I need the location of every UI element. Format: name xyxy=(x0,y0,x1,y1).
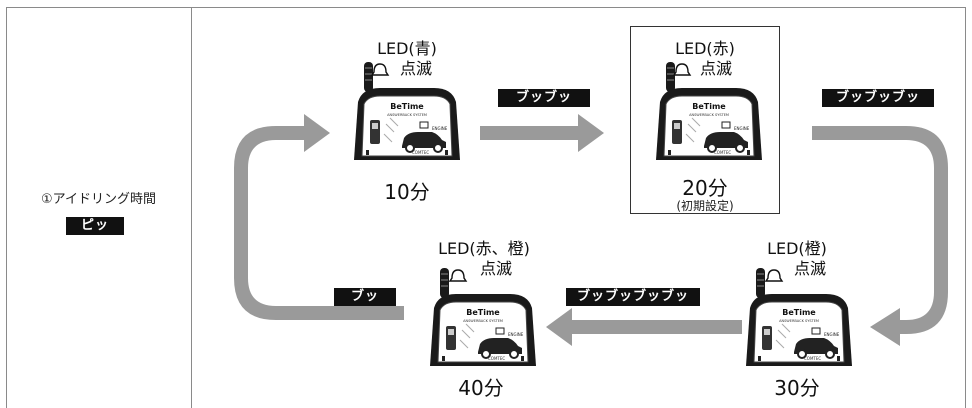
bell-icon xyxy=(672,63,692,76)
stage4-time: 40分 xyxy=(458,376,504,400)
beep-badge-4: ブッブッブッブッ xyxy=(566,288,700,306)
idling-time-label: ①アイドリング時間 xyxy=(40,192,156,207)
beep-badge-2: ブッブッ xyxy=(498,89,590,107)
outer-frame xyxy=(6,7,966,408)
stage3-led-blink: 点滅 xyxy=(793,259,826,278)
arrow-30-to-40 xyxy=(546,308,742,346)
stage2-time: 20分 xyxy=(682,176,728,200)
arrow-40-to-10 xyxy=(234,114,404,320)
bell-icon xyxy=(448,269,468,282)
stage4-led-color: LED(赤、橙) xyxy=(438,239,530,258)
stage2-led-blink: 点滅 xyxy=(699,59,732,78)
beep-badge-3: ブッブッブッ xyxy=(822,89,934,107)
stage4-led-blink: 点滅 xyxy=(479,259,512,278)
beep-badge-1: ブッ xyxy=(334,288,396,306)
stage1-led-color: LED(青) xyxy=(377,39,437,58)
stage1-time: 10分 xyxy=(384,180,430,204)
bell-icon xyxy=(764,269,784,282)
stage3-led-color: LED(橙) xyxy=(767,239,827,258)
stage2-default-note: (初期設定) xyxy=(676,199,734,213)
arrow-10-to-20 xyxy=(480,114,604,152)
stage3-time: 30分 xyxy=(774,376,820,400)
column-divider xyxy=(191,7,192,408)
beep-badge-pi: ピッ xyxy=(66,217,124,235)
default-setting-box xyxy=(630,26,780,214)
remote-device-stage3 xyxy=(745,267,853,367)
stage2-led-color: LED(赤) xyxy=(675,39,735,58)
arrow-20-to-30 xyxy=(812,126,948,346)
bell-icon xyxy=(370,63,390,76)
remote-device-stage4 xyxy=(429,267,537,367)
stage1-led-blink: 点滅 xyxy=(399,59,432,78)
